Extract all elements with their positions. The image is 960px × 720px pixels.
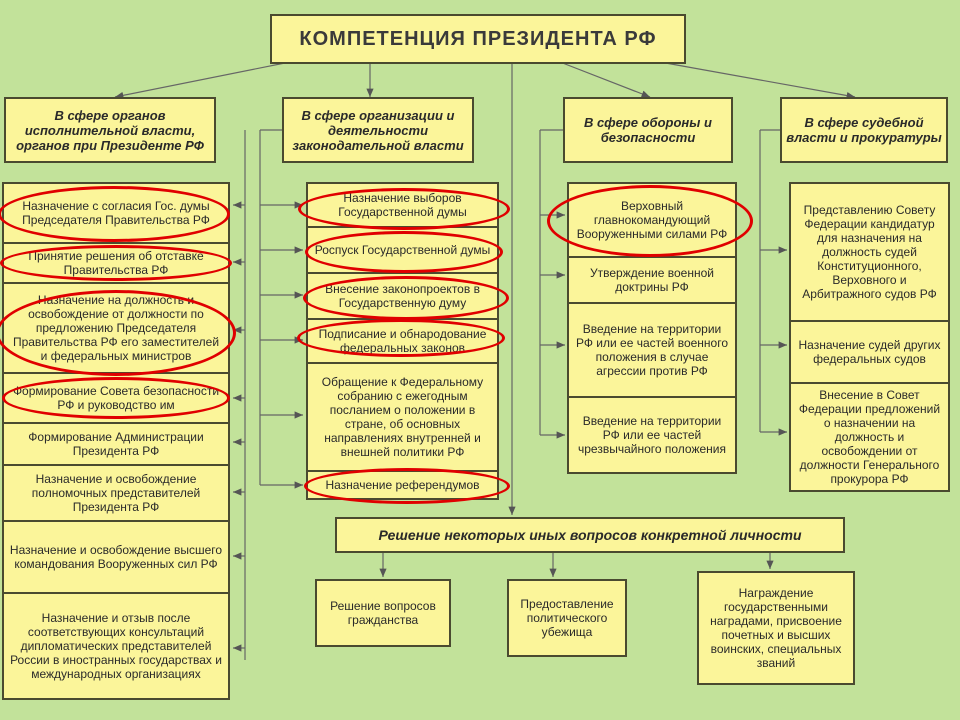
col2-item-text: Обращение к Федеральному собранию с ежег… [321, 375, 484, 459]
col2-item: Обращение к Федеральному собранию с ежег… [306, 362, 499, 472]
highlight-oval [547, 185, 753, 257]
col1-item-text: Назначение и освобождение высшего команд… [9, 543, 223, 571]
other-header-text: Решение некоторых иных вопросов конкретн… [378, 527, 802, 543]
other-item: Предоставление политического убежища [507, 579, 627, 657]
other-item: Решение вопросов гражданства [315, 579, 451, 647]
category-defense-label: В сфере обороны и безопасности [584, 115, 712, 145]
col1-item: Назначение и отзыв после соответствующих… [2, 592, 230, 700]
col3-item-text: Введение на территории РФ или ее частей … [577, 414, 726, 456]
category-legislative-label: В сфере организации и деятельности закон… [292, 107, 464, 153]
col1-item-text: Назначение и освобождение полномочных пр… [31, 472, 201, 514]
col1-item: Назначение и освобождение полномочных пр… [2, 464, 230, 522]
highlight-oval [304, 468, 510, 504]
col1-item: Назначение и освобождение высшего команд… [2, 520, 230, 594]
category-legislative: В сфере организации и деятельности закон… [282, 97, 474, 163]
category-judicial-label: В сфере судебной власти и прокуратуры [786, 115, 942, 145]
category-executive-label: В сфере органов исполнительной власти, о… [16, 107, 204, 153]
category-executive: В сфере органов исполнительной власти, о… [4, 97, 216, 163]
col3-item-text: Утверждение военной доктрины РФ [590, 266, 714, 294]
highlight-oval [305, 231, 503, 273]
col3-item: Утверждение военной доктрины РФ [567, 256, 737, 304]
col1-item-text: Назначение и отзыв после соответствующих… [10, 611, 222, 681]
other-header: Решение некоторых иных вопросов конкретн… [335, 517, 845, 553]
category-judicial: В сфере судебной власти и прокуратуры [780, 97, 948, 163]
highlight-oval [297, 319, 505, 357]
highlight-oval [0, 290, 236, 376]
col4-item-text: Внесение в Совет Федерации предложений о… [798, 388, 941, 486]
category-defense: В сфере обороны и безопасности [563, 97, 733, 163]
highlight-oval [303, 276, 509, 320]
col3-item-text: Введение на территории РФ или ее частей … [575, 322, 729, 378]
other-item: Награждение государственными наградами, … [697, 571, 855, 685]
col1-item: Формирование Администрации Президента РФ [2, 422, 230, 466]
other-item-text: Награждение государственными наградами, … [710, 586, 842, 670]
other-item-text: Решение вопросов гражданства [330, 599, 436, 627]
highlight-oval [0, 186, 230, 242]
col4-item-text: Назначение судей других федеральных судо… [798, 338, 941, 366]
col4-item-text: Представлению Совету Федерации кандидату… [802, 203, 937, 301]
highlight-oval [0, 245, 232, 281]
col4-item: Назначение судей других федеральных судо… [789, 320, 950, 384]
other-item-text: Предоставление политического убежища [520, 597, 614, 639]
highlight-oval [2, 377, 230, 419]
col4-item: Внесение в Совет Федерации предложений о… [789, 382, 950, 492]
col3-item: Введение на территории РФ или ее частей … [567, 396, 737, 474]
highlight-oval [298, 188, 510, 230]
page-title: КОМПЕТЕНЦИЯ ПРЕЗИДЕНТА РФ [270, 14, 686, 64]
col1-item-text: Формирование Администрации Президента РФ [28, 430, 204, 458]
col4-item: Представлению Совету Федерации кандидату… [789, 182, 950, 322]
page-title-text: КОМПЕТЕНЦИЯ ПРЕЗИДЕНТА РФ [299, 28, 657, 50]
col3-item: Введение на территории РФ или ее частей … [567, 302, 737, 398]
